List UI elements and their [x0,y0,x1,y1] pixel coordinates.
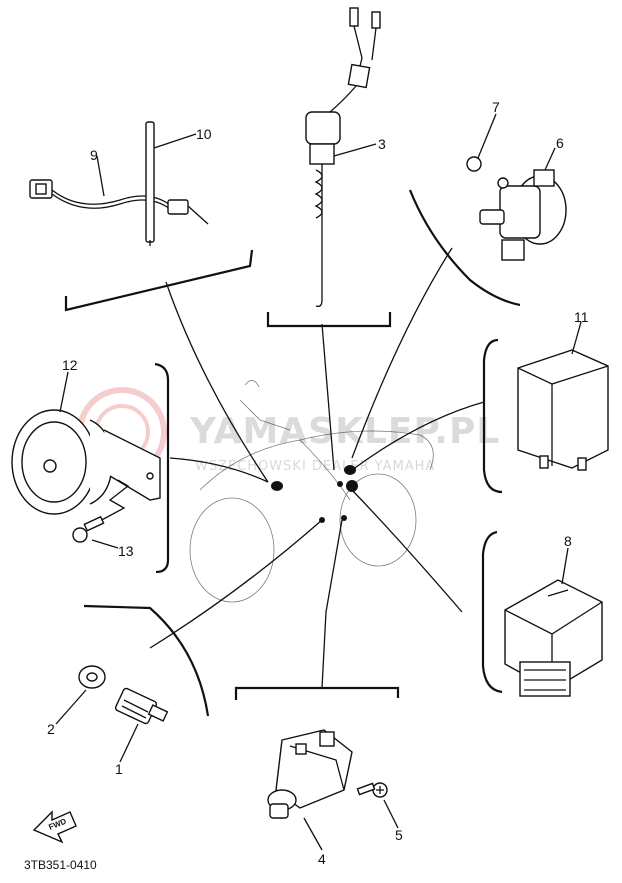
washer-2 [78,665,106,689]
motorcycle-outline [189,380,434,603]
bolt-13 [72,515,105,543]
callout-5: 5 [395,827,403,843]
callout-4: 4 [318,851,326,867]
callout-8: 8 [564,533,572,549]
section-frames [64,189,521,717]
callouts: 1 2 3 4 5 6 7 8 9 10 11 12 13 [47,99,589,867]
callout-11: 11 [574,309,589,325]
diagram-code: 3TB351-0410 [24,858,97,872]
watermark-sub: WSZECHOWSKI DEALER YAMAHA [195,459,435,474]
callout-6: 6 [556,135,564,151]
wire-lead-assembly [29,121,209,246]
leader-lines [149,247,485,689]
screw-5 [356,782,388,798]
relay-8 [504,579,603,697]
callout-10: 10 [196,126,212,142]
relay-box-11 [517,349,609,471]
callout-9: 9 [90,147,98,163]
motorcycle-locations [271,465,358,523]
fwd-arrow: FWD [32,810,77,844]
callout-7: 7 [492,99,500,115]
switch-assembly-4 [267,729,353,819]
callout-1: 1 [115,761,123,777]
callout-13: 13 [118,543,134,559]
callout-2: 2 [47,721,55,737]
horn [11,409,161,523]
solenoid-assembly [466,156,567,261]
callout-leaders [55,113,582,851]
sensor-switch-1 [114,687,169,725]
switch-with-cable [305,7,381,308]
callout-12: 12 [62,357,78,373]
callout-3: 3 [378,136,386,152]
watermark-main: YAMASKLEP.PL [189,411,500,452]
